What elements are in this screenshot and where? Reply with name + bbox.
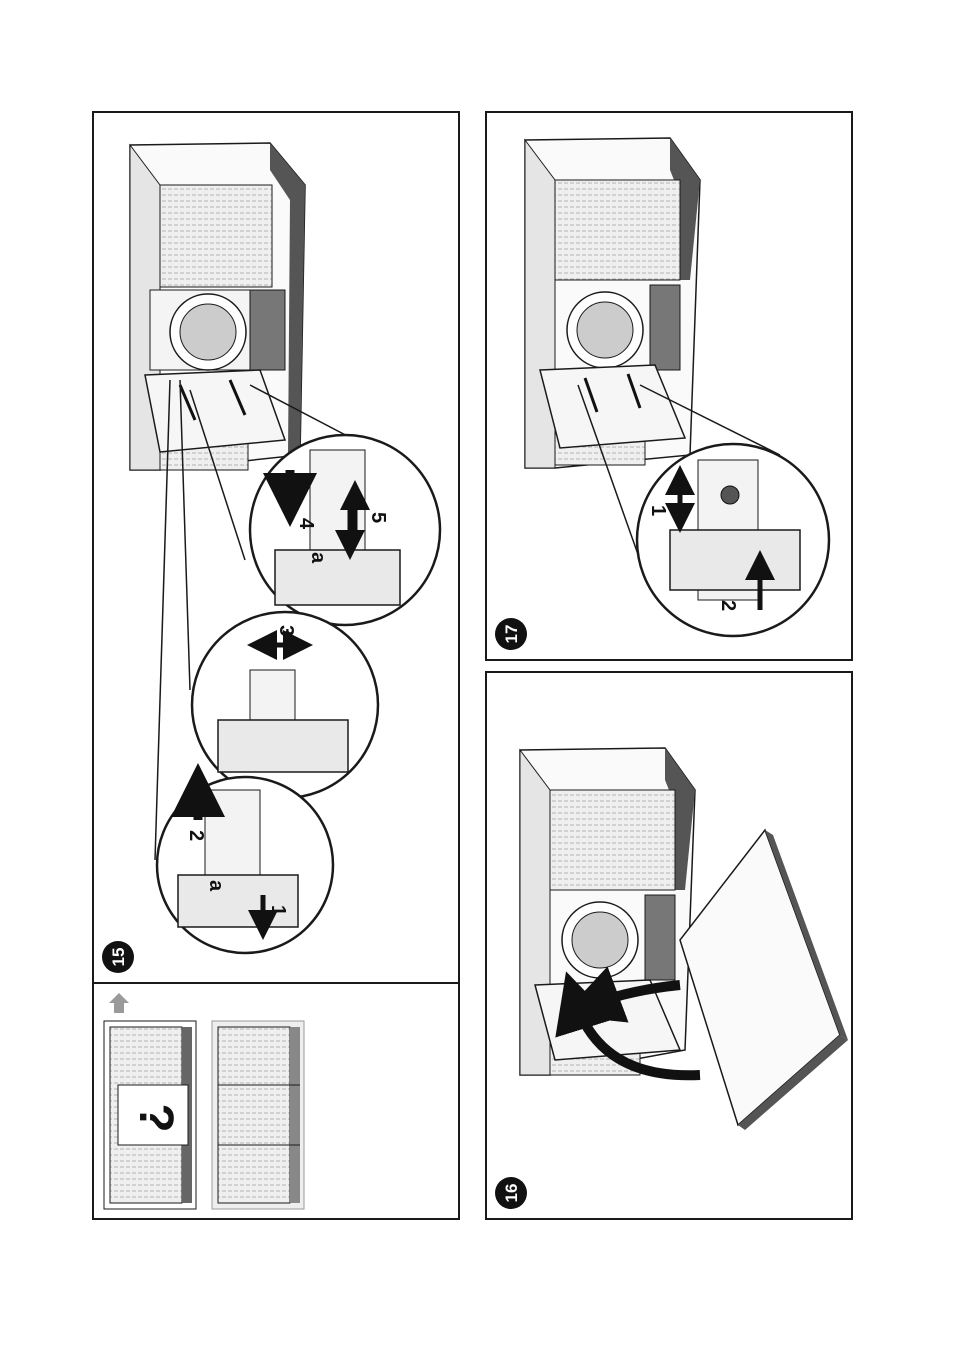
fig15-detail-3: 4 5 a	[250, 435, 440, 625]
figure-15-number: 15	[109, 948, 128, 967]
figure-16-number: 16	[502, 1184, 521, 1203]
figure-15-badge: 15	[102, 941, 134, 973]
fig17-label-1: 1	[647, 505, 669, 516]
fig15-cabinet	[130, 143, 305, 470]
fig15-label-2: 2	[185, 830, 207, 841]
fig16-cabinet	[520, 748, 695, 1075]
fig15-label-a2: a	[205, 880, 227, 892]
fig15-detail-2: 3	[192, 612, 378, 798]
fig15-label-5: 5	[367, 512, 389, 523]
fig15-label-1: 1	[267, 905, 289, 916]
fig15-detail-1: 2 1 a	[157, 777, 333, 953]
fig15-label-a: a	[307, 552, 329, 564]
fig17-detail: 1 2	[637, 444, 829, 636]
fig17-label-2: 2	[717, 600, 739, 611]
figure-16-badge: 16	[495, 1177, 527, 1209]
fig17-cabinet	[525, 138, 700, 468]
figure-17-number: 17	[502, 625, 521, 644]
question-mark: ?	[129, 1103, 182, 1132]
fig15-label-3: 3	[275, 625, 297, 636]
figure-17-badge: 17	[495, 618, 527, 650]
fig15-label-4: 4	[295, 518, 317, 530]
